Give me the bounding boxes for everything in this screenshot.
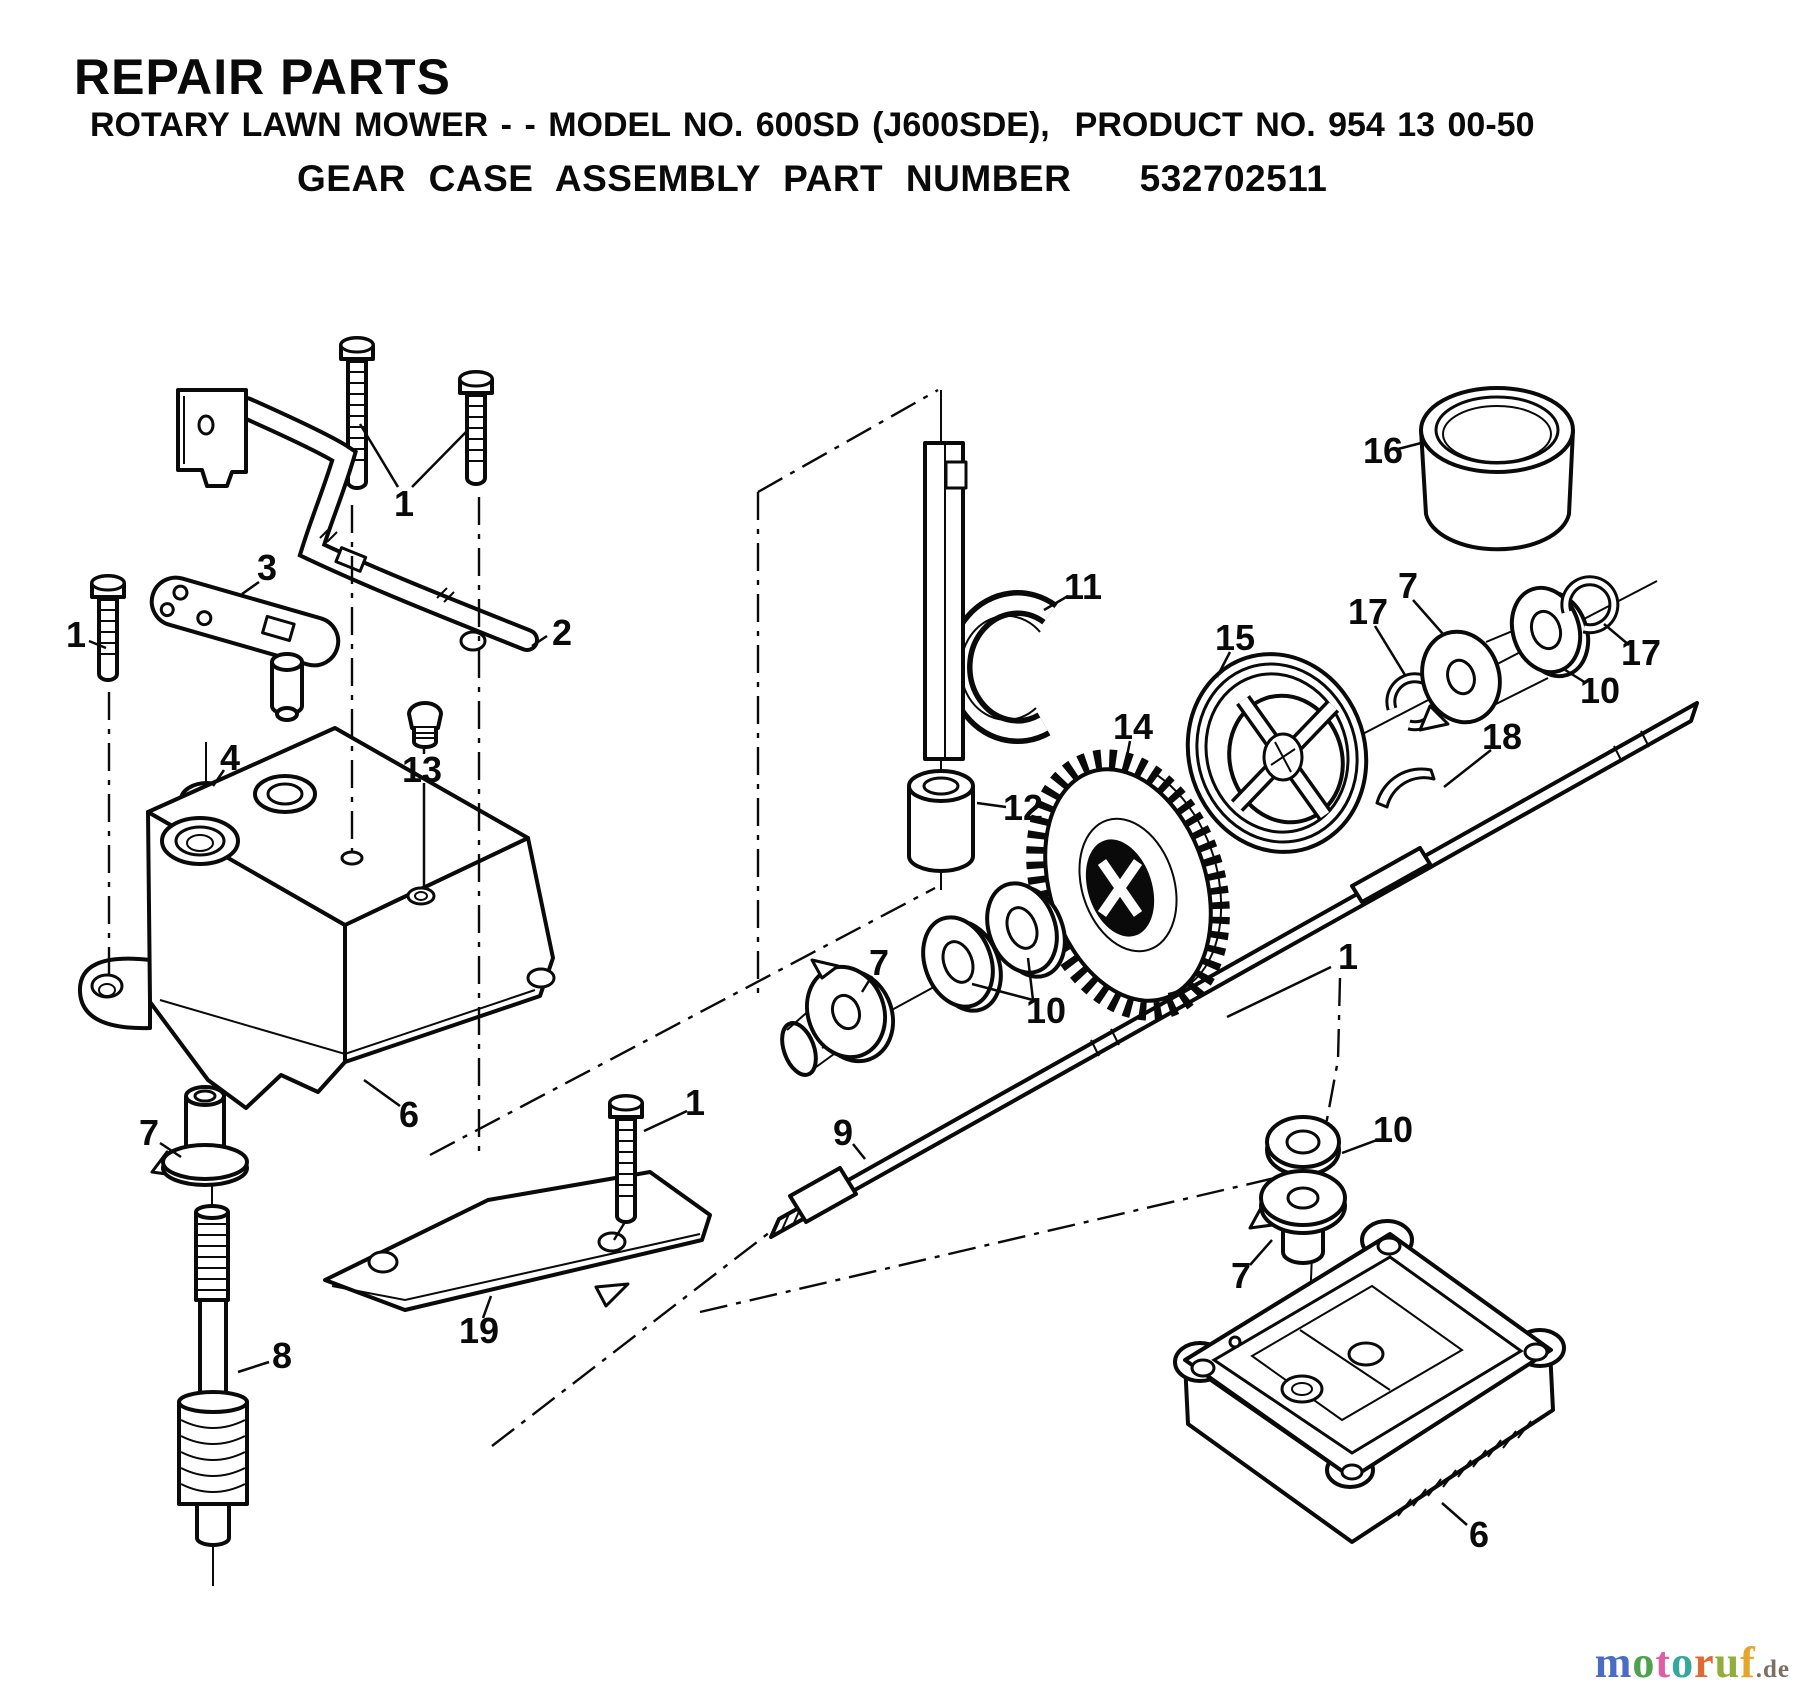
leader-lines [88, 423, 1630, 1526]
callout-part-11: 11 [1064, 566, 1102, 607]
callout-part-6: 6 [399, 1094, 419, 1135]
woodruff-key [1375, 767, 1436, 809]
callout-part-7: 7 [139, 1112, 159, 1153]
callout-part-7: 7 [869, 942, 889, 983]
callout-part-7: 7 [1231, 1255, 1251, 1296]
mid-flange-bushing [780, 958, 896, 1077]
callout-part-14: 14 [1113, 706, 1153, 747]
screw-centerlines [107, 497, 481, 1152]
callout-part-17: 17 [1621, 632, 1661, 673]
gear-case-lower [1173, 1219, 1566, 1544]
callout-part-10: 10 [1580, 670, 1620, 711]
callout-labels: 1 2 3 1 4 13 11 15 16 17 7 17 10 18 14 1… [66, 430, 1661, 1555]
shift-fork [923, 441, 1058, 761]
brace-plate [323, 1170, 712, 1312]
shift-bracket [176, 388, 539, 652]
drive-shaft [769, 701, 1699, 1239]
spacer-bushing [907, 769, 975, 873]
callout-part-13: 13 [402, 749, 442, 790]
bushing-bottom [1248, 1169, 1347, 1265]
callout-part-1: 1 [685, 1082, 705, 1123]
callout-part-19: 19 [459, 1310, 499, 1351]
callout-part-1: 1 [1338, 936, 1358, 977]
dust-cup [1419, 386, 1575, 552]
model-subtitle: ROTARY LAWN MOWER - - MODEL NO. 600SD (J… [90, 106, 1535, 144]
e-ring-right [1560, 575, 1620, 635]
callout-part-17: 17 [1348, 591, 1388, 632]
hex-screw-mid [608, 1094, 644, 1241]
washer-bottom [1265, 1115, 1341, 1177]
pinion-worm-shaft [177, 1186, 249, 1586]
gear-case-upper [77, 726, 556, 1110]
callout-part-7: 7 [1398, 565, 1418, 606]
shift-lever [149, 575, 341, 722]
watermark-word: motoruf [1594, 1638, 1756, 1687]
callout-part-18: 18 [1482, 716, 1522, 757]
hex-screw-left [90, 574, 126, 682]
callout-part-4: 4 [220, 737, 240, 778]
callout-part-12: 12 [1003, 787, 1043, 828]
bushing-upper-left [150, 1085, 249, 1187]
callout-part-1: 1 [66, 614, 86, 655]
page-title: REPAIR PARTS [74, 49, 451, 105]
clutch-pulley [1185, 652, 1369, 854]
watermark-logo: motoruf.de [1595, 1637, 1790, 1688]
callout-part-9: 9 [833, 1112, 853, 1153]
callout-part-10: 10 [1373, 1109, 1413, 1150]
callout-part-6: 6 [1469, 1514, 1489, 1555]
callout-part-8: 8 [272, 1335, 292, 1376]
thrust-washers [921, 881, 1067, 1013]
watermark-suffix: .de [1755, 1656, 1790, 1683]
callout-part-10: 10 [1026, 990, 1066, 1031]
callout-part-1: 1 [394, 483, 414, 524]
helical-gear [1026, 749, 1230, 1021]
assembly-part-number-line: GEAR CASE ASSEMBLY PART NUMBER 532702511 [297, 158, 1328, 199]
callout-part-16: 16 [1363, 430, 1403, 471]
vent-plug [407, 701, 443, 749]
hex-screw-b [458, 370, 494, 486]
callout-part-3: 3 [257, 547, 277, 588]
callout-part-15: 15 [1215, 617, 1255, 658]
callout-part-2: 2 [552, 612, 572, 653]
